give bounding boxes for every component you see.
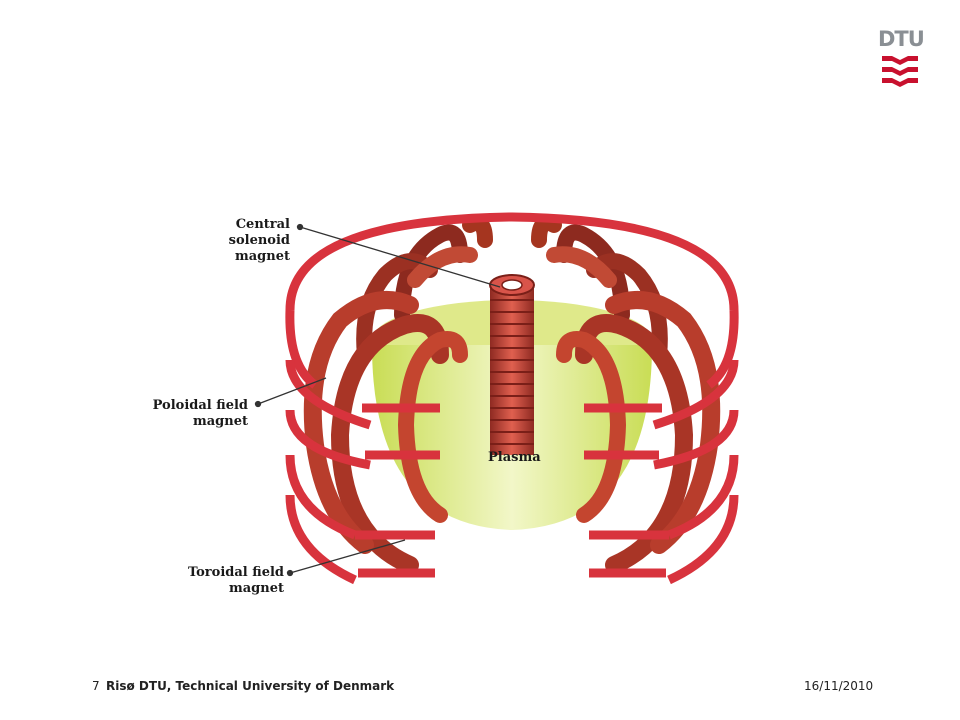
logo-text: DTU <box>878 27 925 51</box>
footer-organization: Risø DTU, Technical University of Denmar… <box>106 679 395 693</box>
central-solenoid-label: Central solenoid magnet <box>228 217 290 264</box>
dtu-logo: DTU <box>878 27 925 87</box>
poloidal-field-label: Poloidal field magnet <box>152 398 248 429</box>
tokamak-diagram: Central solenoid magnet Poloidal field m… <box>140 195 750 610</box>
page-number: 7 <box>92 679 100 693</box>
footer-date: 16/11/2010 <box>804 679 874 693</box>
callout-lines <box>254 223 501 577</box>
dtu-wave-logo-icon <box>882 56 918 87</box>
tokamak-illustration <box>254 212 739 585</box>
plasma-label: Plasma <box>488 450 541 465</box>
poloidal-field-rings <box>285 212 739 585</box>
central-solenoid <box>489 274 535 455</box>
toroidal-field-label: Toroidal field magnet <box>187 565 284 596</box>
